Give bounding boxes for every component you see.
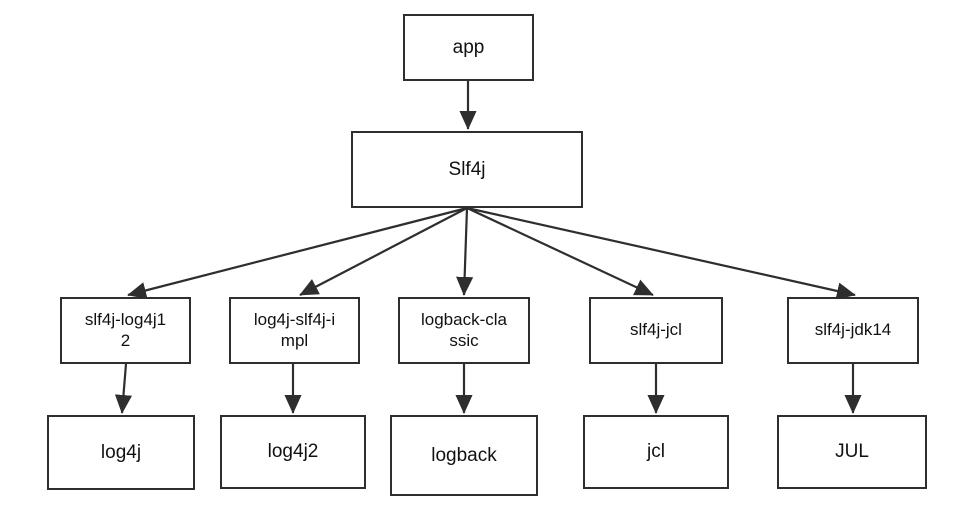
node-slf4j-jcl[interactable]: slf4j-jcl [589, 297, 723, 364]
node-label-log4j-slf4j-impl: log4j-slf4j-i mpl [253, 309, 336, 350]
node-log4j[interactable]: log4j [47, 415, 195, 490]
node-slf4j-log4j12[interactable]: slf4j-log4j1 2 [60, 297, 191, 364]
node-logback-classic[interactable]: logback-cla ssic [398, 297, 530, 364]
node-JUL[interactable]: JUL [777, 415, 927, 489]
node-label-slf4j-jcl: slf4j-jcl [630, 320, 682, 340]
node-label-jcl: jcl [647, 441, 665, 463]
node-logback[interactable]: logback [390, 415, 538, 496]
edge-slf4j-to-slf4j-log4j12 [127, 206, 468, 299]
node-log4j-slf4j-impl[interactable]: log4j-slf4j-i mpl [229, 297, 360, 364]
node-label-log4j2: log4j2 [267, 441, 319, 463]
node-label-logback: logback [431, 444, 497, 466]
edge-slf4j-to-log4j-slf4j-impl [299, 207, 468, 296]
node-jcl[interactable]: jcl [583, 415, 729, 489]
node-label-log4j: log4j [100, 441, 142, 463]
node-label-JUL: JUL [835, 441, 869, 463]
node-log4j2[interactable]: log4j2 [220, 415, 366, 489]
edge-slf4j-to-slf4j-jcl [466, 207, 654, 296]
node-label-slf4j: Slf4j [448, 158, 486, 180]
node-label-slf4j-log4j12: slf4j-log4j1 2 [84, 309, 167, 350]
edge-slf4j-to-logback-classic [456, 207, 474, 296]
edge-slf4j-log4j12-to-log4j [114, 363, 133, 414]
node-label-logback-classic: logback-cla ssic [421, 309, 507, 350]
node-app[interactable]: app [403, 14, 534, 81]
node-slf4j-jdk14[interactable]: slf4j-jdk14 [787, 297, 919, 364]
node-label-app: app [452, 36, 485, 58]
node-label-slf4j-jdk14: slf4j-jdk14 [814, 320, 892, 340]
node-slf4j[interactable]: Slf4j [351, 131, 583, 208]
edge-slf4j-to-slf4j-jdk14 [466, 206, 856, 300]
